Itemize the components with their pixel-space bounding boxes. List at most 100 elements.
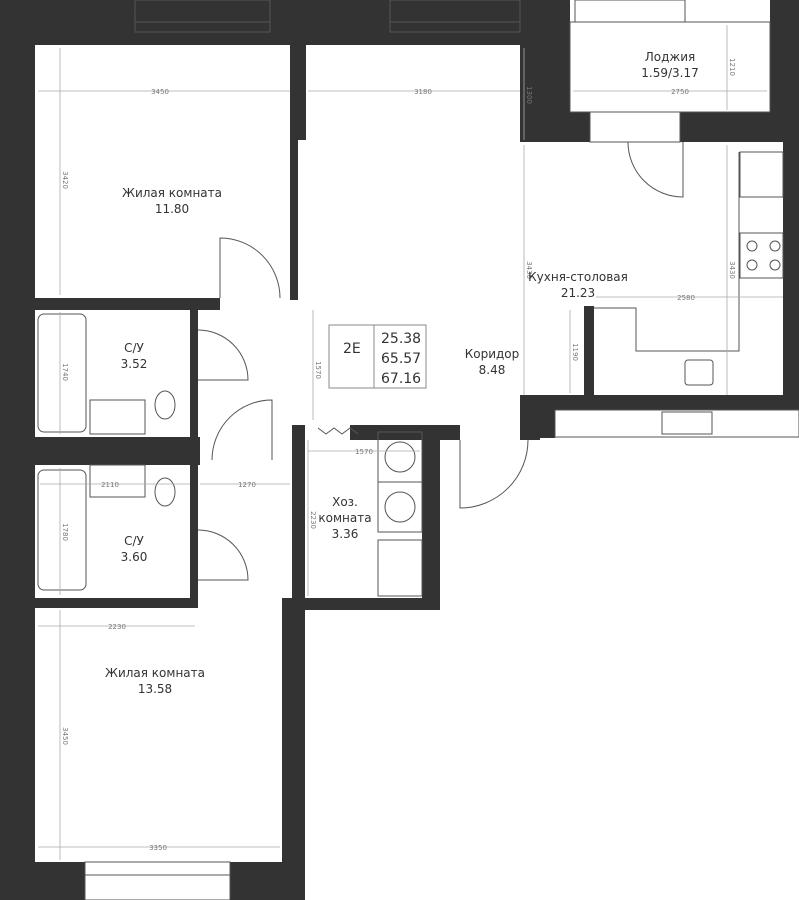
plan-element bbox=[328, 324, 427, 389]
wall bbox=[0, 862, 85, 900]
fixtures bbox=[37, 151, 784, 597]
plan-element bbox=[684, 359, 714, 386]
plan-element bbox=[377, 539, 423, 597]
wall bbox=[422, 425, 440, 610]
plan-element bbox=[739, 232, 784, 279]
plan-element bbox=[389, 0, 521, 33]
dimension-label: 3430 bbox=[728, 261, 736, 279]
living-area: 25.38 bbox=[381, 331, 421, 347]
plan-element bbox=[37, 469, 87, 591]
total-area-with-loggia: 67.16 bbox=[381, 371, 421, 387]
dimension-label: 3430 bbox=[525, 261, 533, 279]
plan-element bbox=[154, 477, 176, 507]
plan-element bbox=[317, 427, 359, 435]
plan-element bbox=[459, 439, 529, 509]
dimension-label: 1190 bbox=[571, 343, 579, 361]
plan-element bbox=[769, 259, 781, 271]
room-area: 13.58 bbox=[138, 682, 172, 696]
dimension-label: 3420 bbox=[61, 171, 69, 189]
apartment-info-box: 2E 25.38 65.57 67.16 bbox=[328, 324, 427, 389]
dimension-label: 1780 bbox=[61, 523, 69, 541]
room-area: 3.36 bbox=[332, 527, 359, 541]
wall bbox=[0, 437, 200, 465]
room-name: Кухня-столовая bbox=[528, 270, 628, 284]
room-name: Хоз. bbox=[332, 495, 358, 509]
plan-element bbox=[739, 151, 784, 198]
dimension-label: 1300 bbox=[525, 86, 533, 104]
plan-element bbox=[569, 21, 771, 113]
plan-element bbox=[769, 240, 781, 252]
dimension-label: 2580 bbox=[677, 294, 695, 302]
dimension-label: 3350 bbox=[149, 844, 167, 852]
plan-element bbox=[661, 411, 713, 435]
plan-element bbox=[384, 441, 416, 473]
dimension-label: 3180 bbox=[414, 88, 432, 96]
room-area: 8.48 bbox=[479, 363, 506, 377]
plan-element bbox=[37, 313, 87, 433]
dimension-label: 1210 bbox=[728, 58, 736, 76]
wall bbox=[0, 298, 220, 310]
room-area: 11.80 bbox=[155, 202, 189, 216]
wall bbox=[282, 598, 305, 900]
wall bbox=[540, 112, 590, 142]
plan-element bbox=[746, 240, 758, 252]
wall bbox=[230, 862, 300, 900]
dimension-lines bbox=[38, 25, 783, 860]
room-name: Жилая комната bbox=[105, 666, 205, 680]
plan-element bbox=[384, 491, 416, 523]
wall bbox=[535, 410, 555, 438]
dimension-label: 2750 bbox=[671, 88, 689, 96]
plan-element bbox=[574, 0, 686, 23]
plan-element bbox=[197, 529, 249, 581]
wall bbox=[290, 140, 298, 300]
dimension-label: 2110 bbox=[101, 481, 119, 489]
room-area: 21.23 bbox=[561, 286, 595, 300]
plan-element bbox=[197, 329, 249, 381]
plan-element bbox=[89, 399, 146, 435]
wall bbox=[770, 0, 799, 142]
wall bbox=[584, 306, 594, 396]
plan-element bbox=[589, 111, 681, 143]
plan-element bbox=[627, 141, 684, 198]
dimension-label: 1570 bbox=[314, 361, 322, 379]
room-name: С/У bbox=[124, 341, 144, 355]
total-area: 65.57 bbox=[381, 351, 421, 367]
plan-element bbox=[219, 237, 281, 299]
plan-element bbox=[377, 481, 423, 533]
dimension-label: 1270 bbox=[238, 481, 256, 489]
room-name: Жилая комната bbox=[122, 186, 222, 200]
dimension-label: 3450 bbox=[61, 727, 69, 745]
wall bbox=[783, 142, 799, 407]
apartment-type: 2E bbox=[343, 341, 361, 357]
plan-element bbox=[134, 0, 271, 33]
plan-element bbox=[89, 464, 146, 498]
wall bbox=[292, 425, 305, 610]
plan-element bbox=[84, 861, 231, 900]
dimension-label: 1570 bbox=[355, 448, 373, 456]
room-area: 3.52 bbox=[121, 357, 148, 371]
dimension-labels: 3450 3420 3180 1300 3430 2750 1210 3430 … bbox=[61, 58, 736, 852]
room-name: комната bbox=[318, 511, 371, 525]
room-labels: Жилая комната 11.80 С/У 3.52 С/У 3.60 Жи… bbox=[105, 50, 699, 696]
wall bbox=[520, 395, 799, 410]
room-area: 3.60 bbox=[121, 550, 148, 564]
wall bbox=[190, 310, 198, 600]
plan-element bbox=[746, 259, 758, 271]
plan-element bbox=[594, 152, 740, 352]
wall bbox=[0, 598, 198, 608]
wall bbox=[292, 598, 440, 610]
dimension-label: 2230 bbox=[309, 511, 317, 529]
plan-element bbox=[554, 409, 799, 438]
dimension-label: 1740 bbox=[61, 363, 69, 381]
plan-element bbox=[211, 399, 273, 461]
dimension-label: 2230 bbox=[108, 623, 126, 631]
room-area: 1.59/3.17 bbox=[641, 66, 698, 80]
wall bbox=[290, 0, 306, 140]
room-name: С/У bbox=[124, 534, 144, 548]
room-name: Коридор bbox=[465, 347, 520, 361]
plan-element bbox=[154, 390, 176, 420]
room-name: Лоджия bbox=[645, 50, 696, 64]
dimension-label: 3450 bbox=[151, 88, 169, 96]
